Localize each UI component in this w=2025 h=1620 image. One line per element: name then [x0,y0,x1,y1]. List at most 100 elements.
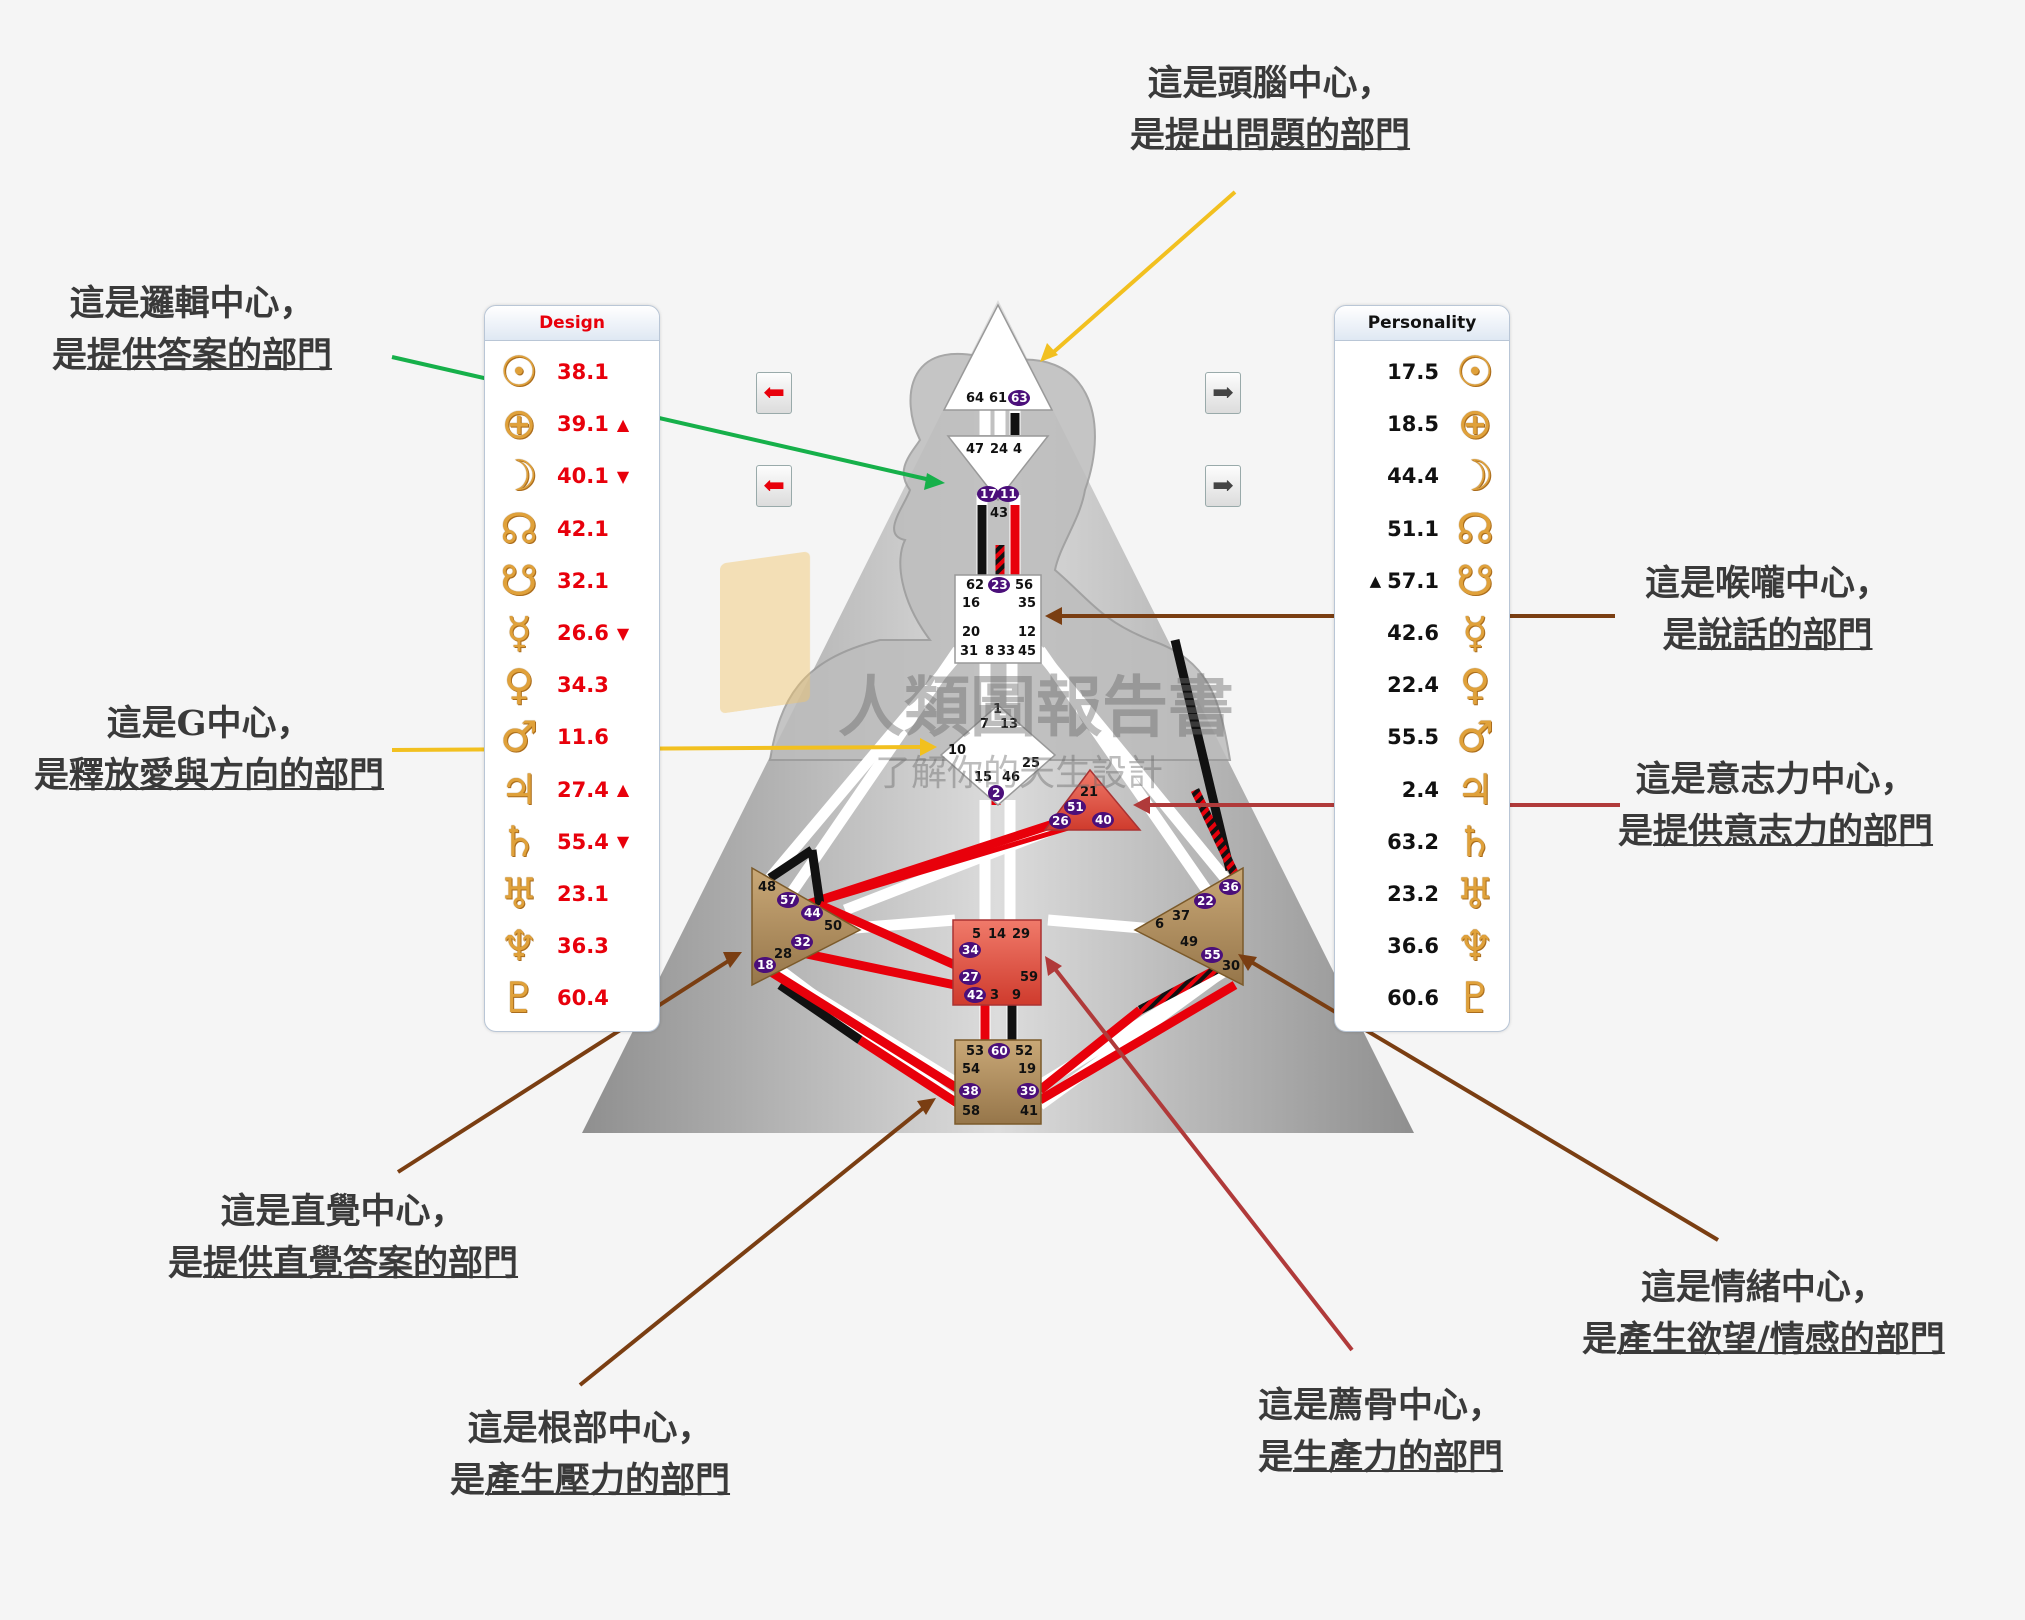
gate-22: 22 [1194,893,1216,909]
planet-row: ☊42.1 [485,503,659,555]
personality-next-button-1[interactable]: ➡ [1205,372,1241,414]
gate-12: 12 [1018,625,1036,640]
activation-mark: ▲ [616,780,630,800]
gate-11: 11 [997,486,1019,502]
gate-39: 39 [1017,1083,1039,1099]
svg-text:27: 27 [962,970,979,984]
root-label-prefix: 是 [450,1460,486,1501]
right-arrow-icon: ➡ [1212,471,1234,501]
svg-text:51: 51 [1067,800,1084,814]
planet-gate-value: 42.6 [1387,621,1439,645]
planet-gate-value: 38.1 [557,360,609,384]
svg-text:34: 34 [962,943,979,957]
planet-gate-value: 11.6 [557,725,609,750]
gate-37: 37 [1172,909,1190,924]
svg-text:40: 40 [1095,813,1112,827]
planet-gate-value: 34.3 [557,673,609,698]
root-arrow [578,1103,929,1387]
gate-43: 43 [990,506,1008,521]
ajna-label-prefix: 是 [52,335,88,376]
will-center [1043,768,1142,831]
personality-panel-header: Personality [1335,306,1509,341]
personality-panel: Personality 17.5☉18.5⊕44.4☽51.1☊▲57.1☋42… [1334,305,1510,1032]
design-prev-button-1[interactable]: ⬅ [756,372,792,414]
g-label-underlined: 釋放愛與方向的部門 [69,755,385,796]
planet-row: ☿26.6▼ [485,607,659,659]
gate-54: 54 [962,1062,980,1077]
gate-62: 62 [966,578,984,593]
planet-row: ☉38.1 [485,346,659,398]
planet-row: 23.2♅ [1335,868,1509,920]
head-label: 這是頭腦中心， 是提出問題的部門 [1130,58,1410,162]
planet-gate-value: 2.4 [1401,777,1439,802]
saturn-icon: ♄ [500,816,538,866]
gate-9: 9 [1012,988,1021,1003]
head-arrow [1046,190,1237,359]
throat-label-line1: 這是喉嚨中心， [1645,563,1891,604]
activation-mark: ▲ [1369,571,1382,590]
spleen-label: 這是直覺中心， 是提供直覺答案的部門 [168,1186,518,1290]
gate-47: 47 [966,442,984,457]
root-label-line1: 這是根部中心， [467,1408,713,1449]
planet-row: 2.4♃ [1335,764,1509,816]
svg-text:39: 39 [1020,1084,1037,1098]
gate-5: 5 [972,927,981,942]
gate-26: 26 [1049,813,1071,829]
gate-34: 34 [959,942,981,958]
svg-text:44: 44 [804,906,821,920]
mars-icon: ♂ [1456,712,1494,762]
venus-icon: ♀ [1459,660,1491,710]
spleen-label-underlined: 提供直覺答案的部門 [203,1243,519,1284]
sacral-label-prefix: 是 [1258,1437,1294,1478]
planet-gate-value: 39.1 [557,412,609,437]
north-node-icon: ☊ [1456,503,1494,553]
gate-10: 10 [948,743,966,758]
jupiter-icon: ♃ [500,764,538,814]
watermark-title: 人類圖報告書 [838,669,1234,746]
gate-4: 4 [1013,442,1022,457]
gate-8: 8 [985,644,994,659]
g-label: 這是G中心， 是釋放愛與方向的部門 [34,698,384,802]
design-panel: Design ☉38.1⊕39.1▲☽40.1▼☊42.1☋32.1☿26.6▼… [484,305,660,1032]
planet-gate-value: 63.2 [1387,829,1439,854]
gate-53: 53 [966,1044,984,1059]
head-label-prefix: 是 [1130,115,1166,156]
gate-57: 57 [777,892,799,908]
personality-next-button-2[interactable]: ➡ [1205,465,1241,507]
svg-text:17: 17 [980,487,997,501]
gate-36: 36 [1219,879,1241,895]
planet-gate-value: 55.4 [557,829,609,854]
svg-text:18: 18 [757,958,774,972]
gate-41: 41 [1020,1104,1038,1119]
planet-gate-value: 44.4 [1387,464,1439,489]
ajna-center [946,435,1050,502]
svg-text:57: 57 [780,893,797,907]
gate-50: 50 [824,919,842,934]
planet-gate-value: 17.5 [1387,360,1439,384]
design-prev-button-2[interactable]: ⬅ [756,465,792,507]
neptune-icon: ♆ [1456,921,1494,971]
gate-49: 49 [1180,935,1198,950]
south-node-icon: ☋ [1456,555,1494,605]
svg-text:38: 38 [962,1084,979,1098]
gate-19: 19 [1018,1062,1036,1077]
head-label-line1: 這是頭腦中心， [1147,63,1393,104]
planet-row: ♇60.4 [485,972,659,1024]
ajna-label: 這是邏輯中心， 是提供答案的部門 [52,278,332,382]
design-panel-header: Design [485,306,659,341]
planet-gate-value: 40.1 [557,464,609,489]
solar-label-prefix: 是 [1582,1319,1618,1360]
svg-text:36: 36 [1222,880,1239,894]
gate-1: 1 [993,702,1002,717]
svg-text:32: 32 [794,935,811,949]
gate-3: 3 [990,988,999,1003]
ajna-label-underlined: 提供答案的部門 [87,335,333,376]
gate-58: 58 [962,1104,980,1119]
planet-gate-value: 26.6 [557,621,609,645]
earth-icon: ⊕ [1457,399,1493,449]
planet-row: 44.4☽ [1335,450,1509,502]
gate-numbers: 64 61 47 24 4 43 62 56 16 35 20 12 31 8 … [758,391,1240,1119]
saturn-icon: ♄ [1456,816,1494,866]
